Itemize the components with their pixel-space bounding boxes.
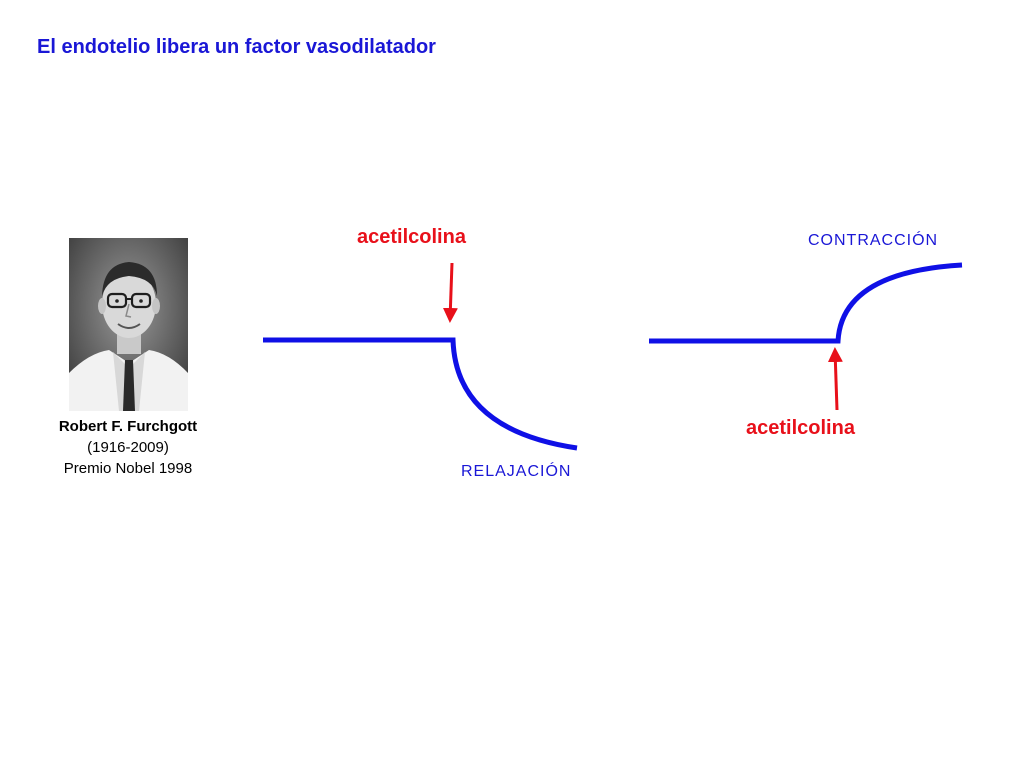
relaxation-trace (263, 337, 578, 451)
relaxation-stimulus-arrow (442, 262, 458, 323)
portrait-name: Robert F. Furchgott (58, 418, 198, 435)
portrait-caption: Robert F. Furchgott (1916-2009) Premio N… (28, 416, 228, 479)
relaxation-stimulus-label: acetilcolina (357, 226, 466, 248)
contraction-response-label: CONTRACCIÓN (808, 232, 939, 249)
contraction-stimulus-label: acetilcolina (746, 417, 855, 439)
portrait-award: Premio Nobel 1998 (63, 460, 193, 477)
contraction-trace (649, 262, 963, 344)
portrait-dates: (1916-2009) (87, 439, 169, 456)
page-title: El endotelio libera un factor vasodilata… (37, 36, 436, 58)
furchgott-portrait (69, 238, 188, 411)
relaxation-response-label: RELAJACIÓN (461, 463, 572, 480)
contraction-stimulus-arrow (827, 347, 843, 411)
